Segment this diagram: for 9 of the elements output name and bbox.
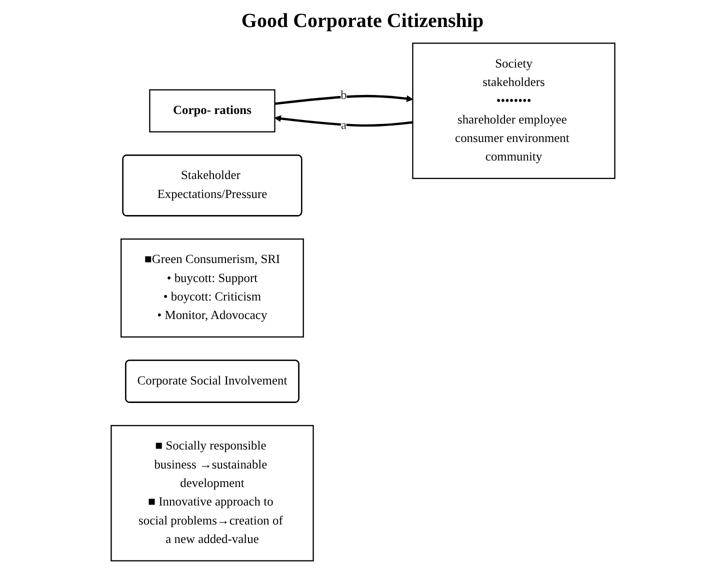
node-box: Corpo- rations — [148, 89, 275, 132]
edge-label: b — [340, 88, 346, 102]
arrow — [274, 115, 412, 127]
node-box: Society stakeholders •••••••• shareholder employee consumer environment community — [412, 42, 615, 180]
node-box: ■ Socially responsible business →sustainable development ■ Innovative approach to social problems→creation of a new added-value — [110, 424, 314, 562]
diagram-title: Good Corporate Citizenship — [240, 9, 485, 34]
edge-label: a — [340, 118, 346, 132]
node-box: ■Green Consumerism, SRI • buycott: Support • boycott: Criticism • Monitor, Adovocacy — [120, 238, 304, 338]
arrow — [274, 94, 413, 105]
